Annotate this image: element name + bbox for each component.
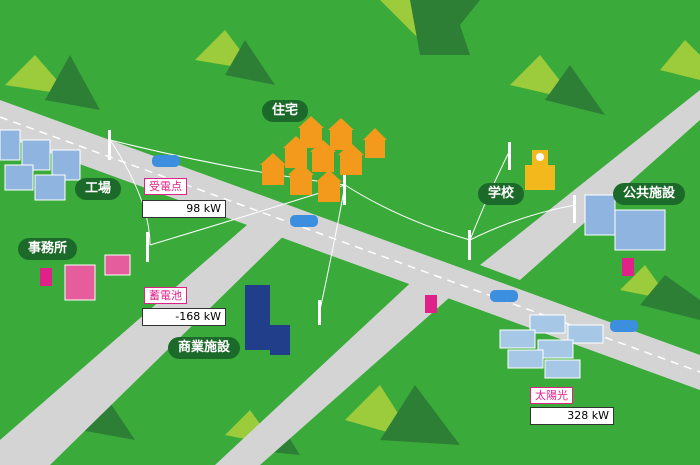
substation-value: 98 kW — [142, 200, 226, 218]
label-factory: 工場 — [75, 178, 121, 200]
battery-value: -168 kW — [142, 308, 226, 326]
label-housing: 住宅 — [262, 100, 308, 122]
solar-value: 328 kW — [530, 407, 614, 425]
label-commercial: 商業施設 — [168, 337, 240, 359]
battery-label: 蓄電池 — [144, 287, 187, 304]
house-cluster — [260, 116, 387, 202]
label-office: 事務所 — [18, 238, 77, 260]
label-public: 公共施設 — [613, 183, 685, 205]
office-buildings — [40, 255, 130, 300]
substation-label: 受電点 — [144, 178, 187, 195]
solar-label: 太陽光 — [530, 387, 573, 404]
commercial-building — [245, 285, 290, 355]
school-building — [525, 150, 555, 190]
label-school: 学校 — [478, 183, 524, 205]
